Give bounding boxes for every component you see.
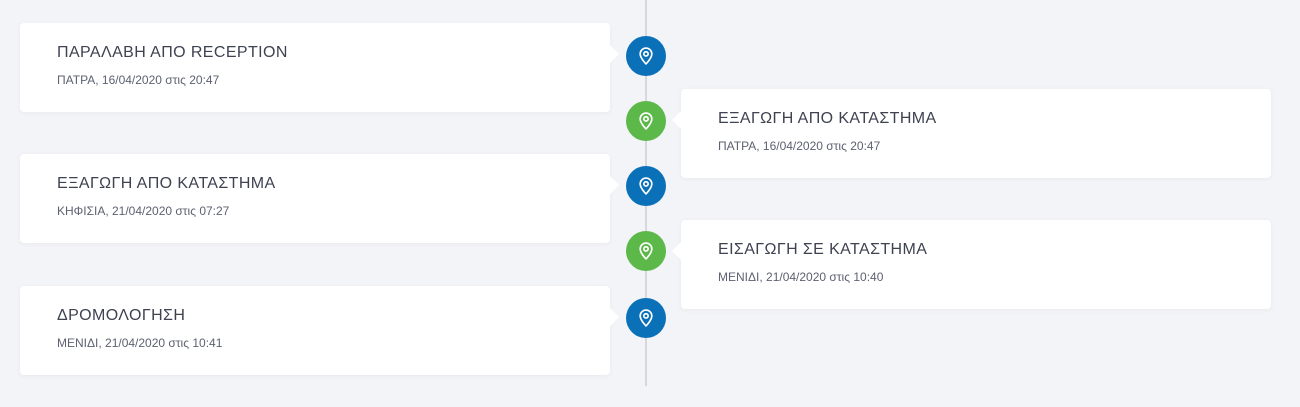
map-pin-icon — [639, 47, 653, 65]
event-title: ΔΡΟΜΟΛΟΓΗΣΗ — [57, 307, 186, 324]
timeline-event-card: ΕΞΑΓΩΓΗ ΑΠΟ ΚΑΤΑΣΤΗΜΑ ΠΑΤΡΑ, 16/04/2020 … — [672, 89, 1271, 178]
map-pin-icon — [639, 177, 653, 195]
event-title: ΕΞΑΓΩΓΗ ΑΠΟ ΚΑΤΑΣΤΗΜΑ — [57, 175, 276, 192]
timeline-event-card: ΠΑΡΑΛΑΒΗ ΑΠΟ RECEPTION ΠΑΤΡΑ, 16/04/2020… — [20, 23, 619, 112]
timeline-event-card: ΕΞΑΓΩΓΗ ΑΠΟ ΚΑΤΑΣΤΗΜΑ ΚΗΦΙΣΙΑ, 21/04/202… — [20, 154, 619, 243]
event-location-time: ΚΗΦΙΣΙΑ, 21/04/2020 στις 07:27 — [57, 204, 230, 218]
map-pin-icon — [639, 112, 653, 130]
event-location-time: ΠΑΤΡΑ, 16/04/2020 στις 20:47 — [718, 139, 881, 153]
map-pin-icon — [639, 242, 653, 260]
event-title: ΕΞΑΓΩΓΗ ΑΠΟ ΚΑΤΑΣΤΗΜΑ — [718, 110, 937, 127]
event-location-time: ΜΕΝΙΔΙ, 21/04/2020 στις 10:41 — [57, 336, 223, 350]
timeline-event-card: ΔΡΟΜΟΛΟΓΗΣΗ ΜΕΝΙΔΙ, 21/04/2020 στις 10:4… — [20, 286, 619, 375]
timeline-marker-blue — [626, 36, 666, 76]
event-title: ΠΑΡΑΛΑΒΗ ΑΠΟ RECEPTION — [57, 44, 288, 61]
event-location-time: ΠΑΤΡΑ, 16/04/2020 στις 20:47 — [57, 73, 220, 87]
timeline-event-card: ΕΙΣΑΓΩΓΗ ΣΕ ΚΑΤΑΣΤΗΜΑ ΜΕΝΙΔΙ, 21/04/2020… — [672, 220, 1271, 309]
timeline-marker-green — [626, 231, 666, 271]
map-pin-icon — [639, 309, 653, 327]
timeline-marker-green — [626, 101, 666, 141]
event-title: ΕΙΣΑΓΩΓΗ ΣΕ ΚΑΤΑΣΤΗΜΑ — [718, 241, 928, 258]
event-location-time: ΜΕΝΙΔΙ, 21/04/2020 στις 10:40 — [718, 270, 884, 284]
timeline-marker-blue — [626, 298, 666, 338]
timeline-marker-blue — [626, 166, 666, 206]
